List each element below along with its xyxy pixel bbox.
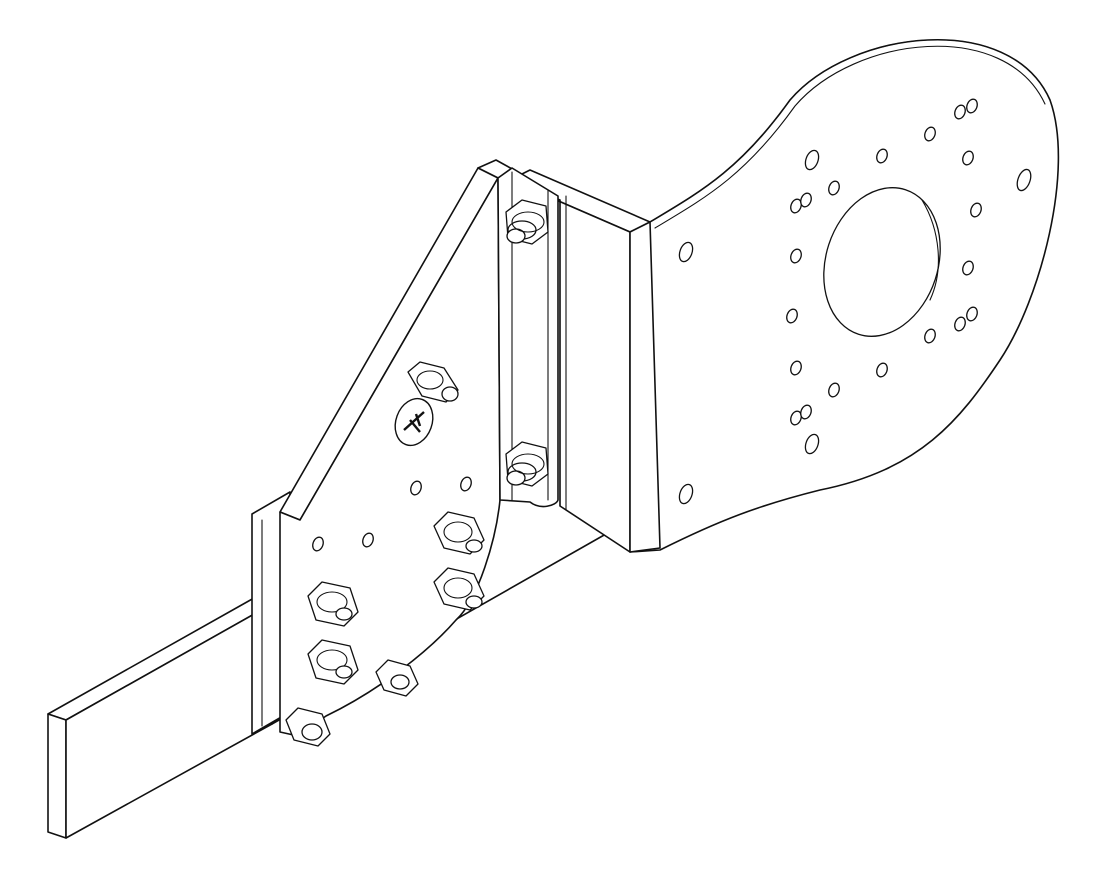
hex-nut-bottom-middle xyxy=(375,659,419,697)
hex-nut-left-lower xyxy=(307,639,359,685)
hex-nut-upper-small xyxy=(407,361,459,403)
hex-nut-top-strap xyxy=(505,199,549,245)
vertical-rib-plate xyxy=(509,169,661,553)
logo-badge xyxy=(394,397,434,447)
center-bore xyxy=(823,187,941,337)
hex-nut-right-lower xyxy=(433,567,485,611)
round-flange-plate xyxy=(629,38,1060,553)
bolt-hole-pattern xyxy=(678,98,1032,505)
hex-nut-lower-strap xyxy=(505,441,549,487)
flat-bar xyxy=(47,525,621,839)
hex-nut-bottom-left xyxy=(285,707,331,747)
hex-nut-left-upper xyxy=(307,581,359,627)
hex-nut-right-upper xyxy=(433,511,485,555)
